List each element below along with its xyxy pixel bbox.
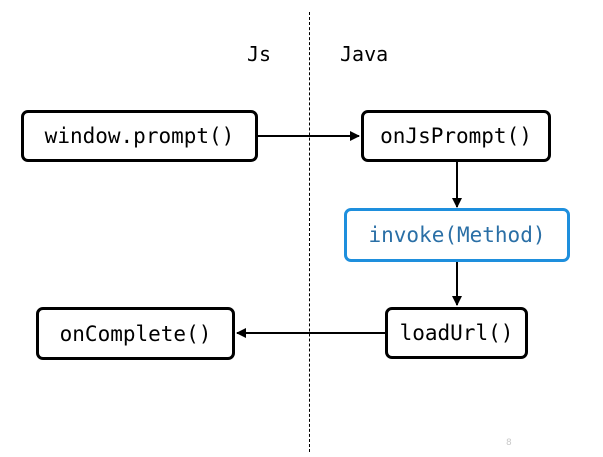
- column-label-js: Js: [247, 42, 272, 66]
- js-java-divider: [309, 12, 310, 452]
- node-window-prompt: window.prompt(): [21, 110, 258, 162]
- node-on-complete: onComplete(): [36, 307, 235, 360]
- column-label-java: Java: [340, 42, 389, 66]
- page-number: 8: [506, 438, 512, 448]
- node-load-url: loadUrl(): [385, 307, 528, 359]
- node-on-js-prompt: onJsPrompt(): [361, 110, 551, 162]
- node-invoke-method: invoke(Method): [344, 208, 570, 262]
